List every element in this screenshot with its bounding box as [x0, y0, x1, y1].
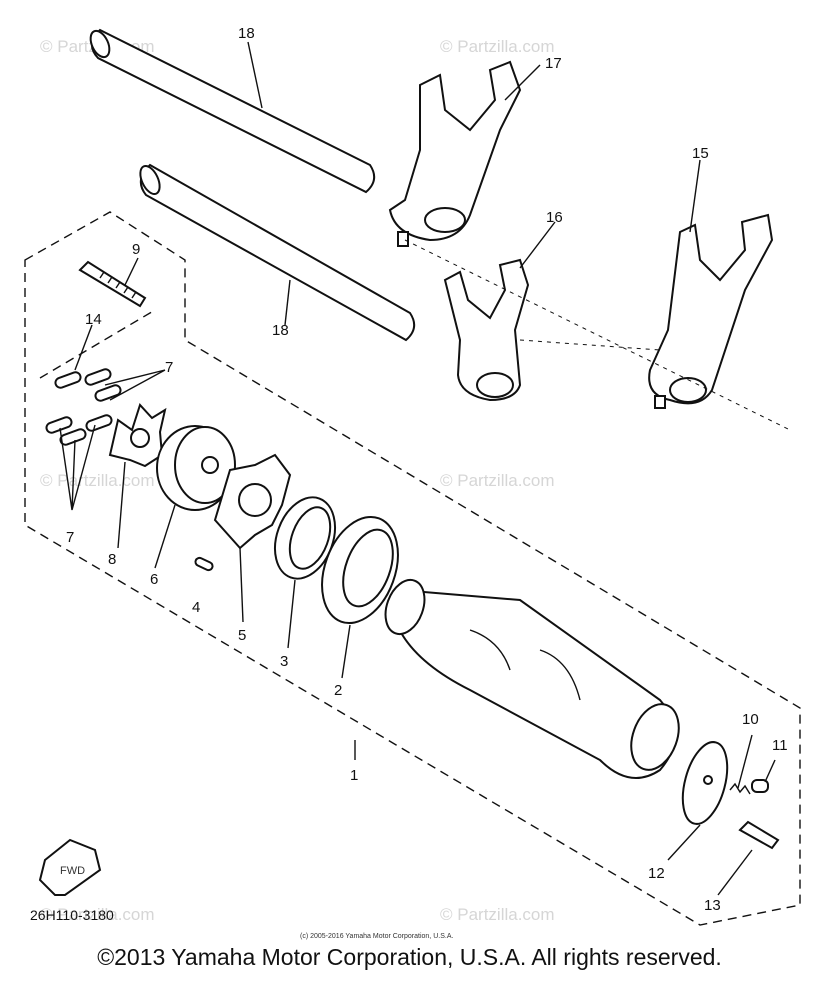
callout-16: 16 [546, 209, 563, 226]
shift-rod-upper [89, 28, 376, 194]
watermark: © Partzilla.com [440, 471, 555, 490]
subassembly-outline [39, 309, 156, 379]
callout-3: 3 [280, 653, 288, 670]
callout-13: 13 [704, 897, 721, 914]
pins-7-14 [45, 368, 122, 446]
shift-fork-16 [443, 258, 530, 402]
segment-6 [156, 425, 236, 511]
callout-4: 4 [192, 599, 200, 616]
alignment-line [519, 339, 661, 351]
callout-15: 15 [692, 145, 709, 162]
leader-lines [59, 41, 776, 896]
callout-18-upper: 18 [238, 25, 255, 42]
callout-7-upper: 7 [165, 359, 173, 376]
callout-2: 2 [334, 682, 342, 699]
callout-5: 5 [238, 627, 246, 644]
watermark: © Partzilla.com [440, 37, 555, 56]
callout-10: 10 [742, 711, 759, 728]
screw-13 [738, 820, 780, 850]
stopper-plate-5 [213, 453, 292, 550]
segment-plate-8 [108, 403, 167, 468]
watermark: © Partzilla.com [40, 471, 155, 490]
bearing-2 [321, 515, 399, 625]
copyright-notice: ©2013 Yamaha Motor Corporation, U.S.A. A… [97, 944, 722, 970]
dowel-pin-4 [194, 556, 214, 572]
small-copyright: (c) 2005-2016 Yamaha Motor Corporation, … [300, 933, 453, 940]
callout-7-lower: 7 [66, 529, 74, 546]
callout-12: 12 [648, 865, 665, 882]
screw-9 [78, 260, 147, 308]
callout-18-lower: 18 [272, 322, 289, 339]
watermark: © Partzilla.com [40, 905, 155, 924]
callout-9: 9 [132, 241, 140, 258]
assembly-outline [24, 211, 801, 926]
callout-6: 6 [150, 571, 158, 588]
shift-drum-1 [384, 578, 680, 779]
callout-11: 11 [772, 737, 788, 754]
callout-14: 14 [85, 311, 102, 328]
callout-1: 1 [350, 767, 358, 784]
fwd-arrow: FWD [38, 838, 102, 896]
watermark: © Partzilla.com [440, 905, 555, 924]
callout-8: 8 [108, 551, 116, 568]
pin-11 [751, 779, 769, 793]
spring-10 [729, 782, 751, 795]
callout-17: 17 [545, 55, 562, 72]
fwd-label: FWD [60, 865, 85, 877]
washer-12 [681, 741, 729, 825]
shift-rod-lower [139, 163, 416, 342]
diagram-code: 26H110-3180 [30, 907, 114, 923]
shift-fork-17 [388, 60, 522, 247]
shift-fork-15 [648, 213, 774, 409]
oil-seal-3 [274, 496, 336, 580]
